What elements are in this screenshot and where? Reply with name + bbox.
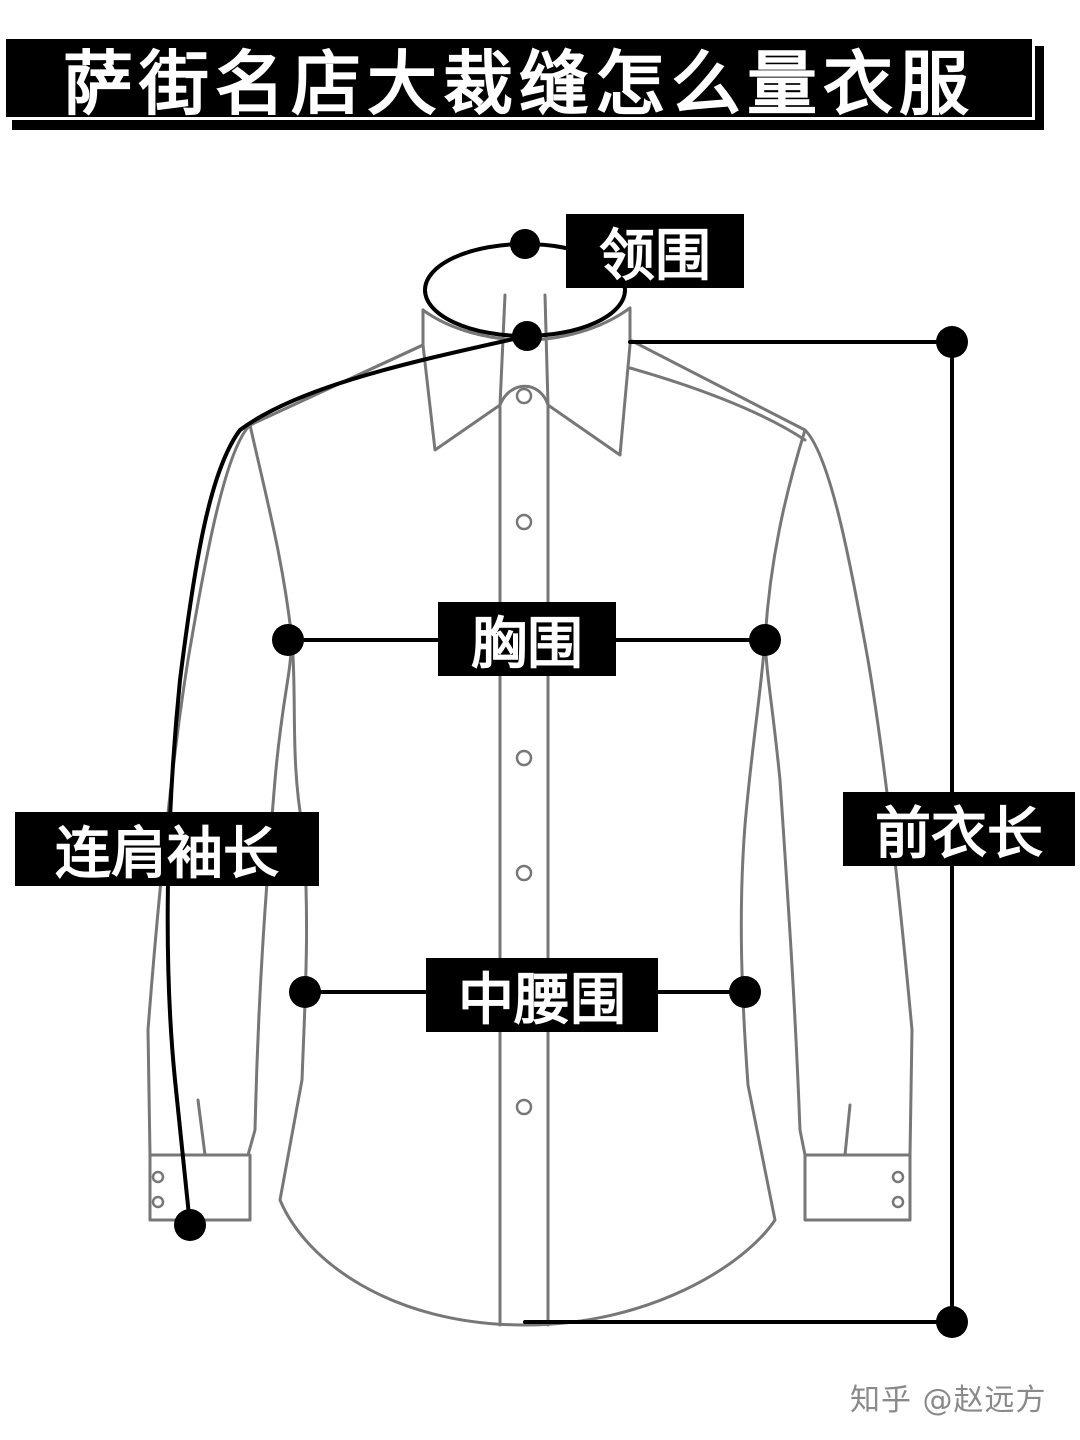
chest-label: 胸围 [438, 602, 616, 677]
cuff-button [891, 1170, 905, 1184]
page-title: 萨街名店大裁缝怎么量衣服 [63, 42, 975, 125]
front-length-label: 前衣长 [843, 792, 1075, 867]
watermark: 知乎 @赵远方 [850, 1383, 1047, 1418]
chest-label-text: 胸围 [471, 611, 583, 677]
button [515, 1098, 533, 1116]
collar-right [543, 293, 632, 457]
measure-dot [936, 326, 968, 358]
measure-dot [510, 229, 540, 259]
title-banner: 萨街名店大裁缝怎么量衣服 [3, 36, 1035, 125]
waist-label: 中腰围 [426, 958, 658, 1033]
right-cuff [803, 1103, 912, 1222]
placket [498, 403, 550, 1327]
measure-dot [749, 624, 781, 656]
cuff-button [891, 1195, 905, 1209]
collar-left [421, 293, 507, 452]
waist-label-text: 中腰围 [458, 967, 626, 1033]
sleeve-label: 连肩袖长 [15, 812, 319, 887]
measure-dot [936, 1306, 968, 1338]
right-sleeve [628, 338, 914, 1157]
measurement-lines [165, 242, 954, 1324]
button [515, 513, 533, 531]
measurement-dots [174, 229, 968, 1338]
shirt-body [248, 423, 807, 1327]
collar-label: 领围 [566, 214, 744, 289]
measure-dot [289, 976, 321, 1008]
front-length-label-text: 前衣长 [875, 801, 1043, 867]
cuff-button [151, 1170, 165, 1184]
collar-label-text: 领围 [599, 223, 711, 289]
button [515, 864, 533, 882]
measure-dot [512, 321, 542, 351]
button [515, 387, 533, 405]
cuff-button [151, 1195, 165, 1209]
button [515, 749, 533, 767]
collar-neck [498, 384, 550, 407]
left-cuff [148, 1098, 252, 1222]
sleeve-label-text: 连肩袖长 [55, 821, 279, 887]
yoke-right [628, 366, 807, 442]
measure-dot [729, 976, 761, 1008]
left-sleeve [146, 343, 425, 1157]
measure-dot [272, 624, 304, 656]
sleeve-measure-line [165, 334, 529, 1227]
measure-dot [174, 1209, 206, 1241]
buttons [151, 387, 905, 1209]
